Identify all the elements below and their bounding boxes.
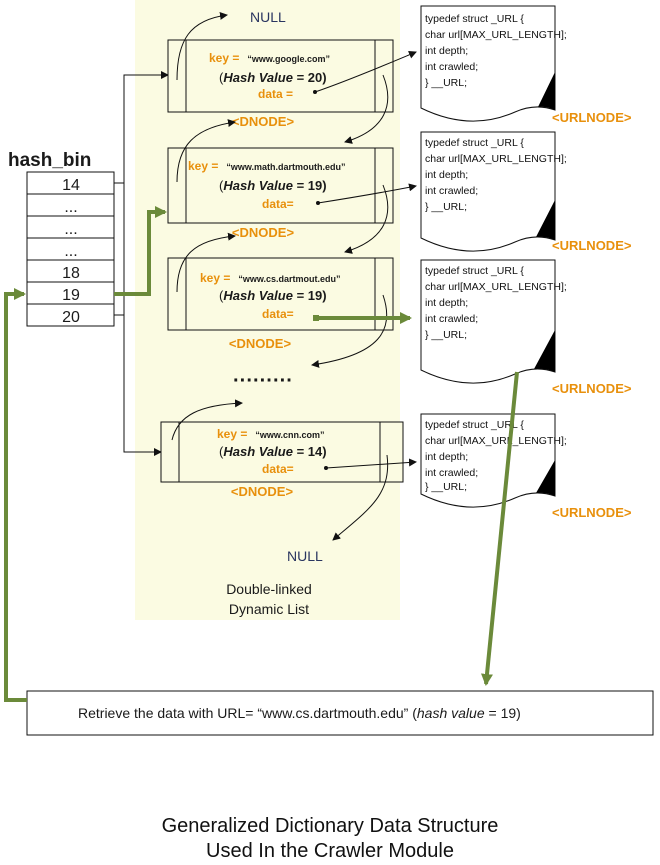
dnode-links	[171, 11, 389, 541]
svg-text:(Hash Value = 19): (Hash Value = 19)	[219, 288, 327, 303]
svg-text:data=: data=	[262, 197, 294, 211]
svg-text:data=: data=	[262, 307, 294, 321]
hash-bin-cell: ...	[64, 199, 77, 216]
urlnode-2: typedef struct _URL { char url[MAX_URL_L…	[420, 131, 632, 253]
urlnode-4: typedef struct _URL { char url[MAX_URL_L…	[420, 413, 632, 520]
urlnode-tag: <URLNODE>	[552, 505, 632, 520]
retrieve-box	[26, 690, 654, 736]
hash-bin-cell: ...	[64, 243, 77, 260]
retrieve-text: Retrieve the data with URL= “www.cs.dart…	[78, 705, 521, 721]
hash-bin-cell: 14	[62, 177, 80, 194]
svg-text:<DNODE>: <DNODE>	[232, 114, 295, 129]
urlnode-3: typedef struct _URL { char url[MAX_URL_L…	[420, 259, 632, 396]
figure-caption-line1: Generalized Dictionary Data Structure	[161, 815, 499, 837]
hash-bin-cell: ...	[64, 221, 77, 238]
svg-text:<DNODE>: <DNODE>	[232, 225, 295, 240]
link-20-to-google	[114, 71, 169, 316]
hash-bin-cell: 19	[62, 287, 80, 304]
data-arrow-math	[317, 183, 417, 204]
retrieve-arrow	[481, 371, 519, 686]
null-bottom-label: NULL	[287, 548, 323, 564]
urlnode-code: typedef struct _URL { char url[MAX_URL_L…	[425, 137, 570, 213]
data-arrow-google	[314, 51, 417, 93]
urlnode-tag: <URLNODE>	[552, 110, 632, 125]
list-label-line2: Dynamic List	[229, 601, 309, 617]
figure-caption-line2: Used In the Crawler Module	[206, 840, 454, 862]
svg-text:data =: data =	[258, 87, 293, 101]
link-14-to-cnn	[114, 182, 162, 456]
null-top-label: NULL	[250, 9, 286, 25]
svg-text:key =“www.google.com”: key =“www.google.com”	[209, 51, 330, 65]
dnode-google: key =“www.google.com” (Hash Value = 20) …	[167, 39, 394, 129]
hash-bin-cell: 20	[62, 309, 80, 326]
data-arrow-cnn	[325, 458, 417, 469]
svg-text:key =“www.math.dartmouth.edu”: key =“www.math.dartmouth.edu”	[188, 159, 346, 173]
svg-text:(Hash Value = 19): (Hash Value = 19)	[219, 178, 327, 193]
svg-text:<DNODE>: <DNODE>	[231, 484, 294, 499]
dnode-cs-dartmouth: key =“www.cs.dartmout.edu” (Hash Value =…	[167, 257, 394, 351]
urlnode-code: typedef struct _URL { char url[MAX_URL_L…	[425, 265, 570, 341]
hash-bin-table: 14 ... ... ... 18 19 20	[26, 171, 115, 327]
hash-bin-title: hash_bin	[8, 150, 91, 171]
urlnode-tag: <URLNODE>	[552, 238, 632, 253]
svg-text:(Hash Value = 20): (Hash Value = 20)	[219, 70, 327, 85]
link-19-highlight	[114, 206, 167, 296]
urlnode-tag: <URLNODE>	[552, 381, 632, 396]
ellipsis: ·········	[233, 370, 293, 392]
urlnode-code: typedef struct _URL { char url[MAX_URL_L…	[425, 419, 570, 493]
feedback-arrow	[4, 288, 27, 702]
list-label-line1: Double-linked	[226, 581, 312, 597]
svg-text:(Hash Value = 14): (Hash Value = 14)	[219, 444, 327, 459]
dnode-cnn: key =“www.cnn.com” (Hash Value = 14) dat…	[160, 421, 404, 499]
svg-text:key =“www.cnn.com”: key =“www.cnn.com”	[217, 427, 325, 441]
dnode-math-dartmouth: key =“www.math.dartmouth.edu” (Hash Valu…	[167, 147, 394, 240]
svg-text:<DNODE>: <DNODE>	[229, 336, 292, 351]
svg-text:data=: data=	[262, 462, 294, 476]
urlnode-code: typedef struct _URL { char url[MAX_URL_L…	[425, 13, 570, 89]
svg-text:key =“www.cs.dartmout.edu”: key =“www.cs.dartmout.edu”	[200, 271, 341, 285]
urlnode-1: typedef struct _URL { char url[MAX_URL_L…	[420, 5, 632, 125]
hash-bin-cell: 18	[62, 265, 80, 282]
